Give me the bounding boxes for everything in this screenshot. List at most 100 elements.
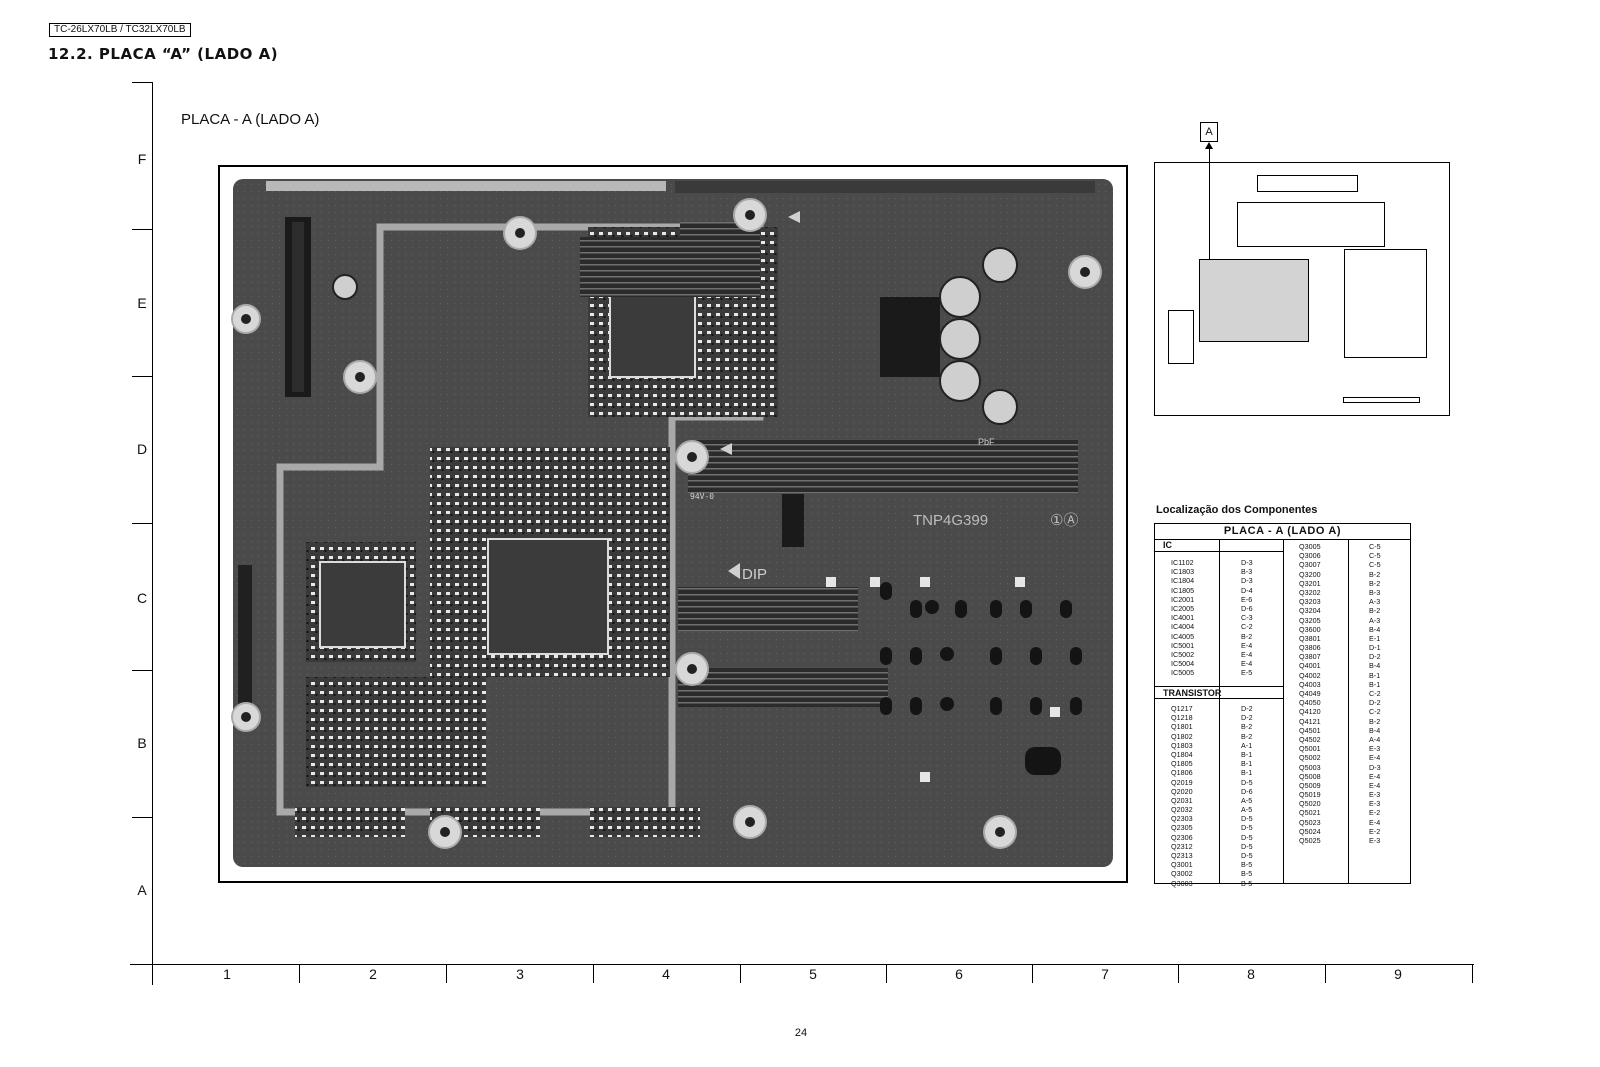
component-location: D-5 [1241, 777, 1253, 787]
component-location: D-5 [1241, 832, 1253, 842]
component-location: C-5 [1369, 551, 1381, 561]
row-tick [132, 670, 152, 671]
component-location: E-3 [1369, 836, 1381, 845]
component-location: E-4 [1369, 771, 1381, 781]
component-location: E-4 [1369, 753, 1381, 763]
component-ref: IC5005 [1171, 668, 1195, 678]
component-ref: IC2005 [1171, 603, 1195, 613]
col-tick [1178, 964, 1179, 983]
component-ref: Q1801 [1171, 722, 1193, 732]
board-outline [1343, 397, 1420, 403]
col-label: 2 [369, 966, 377, 982]
component-location: E-2 [1369, 826, 1381, 836]
component-ref: Q1803 [1171, 740, 1193, 750]
col-label: 5 [809, 966, 817, 982]
component-ref: Q1804 [1171, 749, 1193, 759]
table-row: Q2312 D-5 [1171, 842, 1281, 851]
component-ref: Q2019 [1171, 777, 1193, 787]
col-label: 7 [1101, 966, 1109, 982]
row-tick [132, 376, 152, 377]
row-tick [132, 817, 152, 818]
component-ref: Q1805 [1171, 759, 1193, 769]
col-tick [299, 964, 300, 983]
silkscreen-part: TNP4G399 [913, 512, 988, 529]
component-ref: Q3007 [1299, 560, 1321, 570]
component-location: B-2 [1369, 578, 1381, 588]
col-tick [1325, 964, 1326, 983]
component-ref: Q1218 [1171, 713, 1193, 723]
component-ref: Q3201 [1299, 578, 1321, 588]
component-location: D-3 [1241, 558, 1253, 567]
component-location: B-2 [1369, 716, 1381, 726]
component-ref: Q5008 [1299, 771, 1321, 781]
component-ref: IC4001 [1171, 613, 1195, 623]
component-ref: IC5002 [1171, 649, 1195, 659]
component-ref: Q4049 [1299, 689, 1321, 698]
component-ref: Q3001 [1171, 860, 1193, 870]
component-ref: Q5024 [1299, 826, 1321, 836]
silkscreen-mark: ①Ⓐ [1050, 511, 1078, 529]
component-location: D-3 [1369, 762, 1381, 772]
component-ref: Q3801 [1299, 633, 1321, 643]
component-location: E-3 [1369, 744, 1381, 754]
component-location: D-6 [1241, 603, 1253, 613]
table-row: IC4004 C-2 [1171, 622, 1281, 631]
table-divider [1219, 539, 1220, 884]
row-label: E [137, 295, 147, 311]
component-location: D-2 [1369, 652, 1381, 662]
table-row: Q2019 D-5 [1171, 778, 1281, 787]
group-header-ic: IC [1155, 539, 1283, 552]
component-location: C-2 [1369, 707, 1381, 717]
section-title: 12.2. PLACA “A” (LADO A) [48, 45, 279, 63]
silkscreen-dip: DIP [742, 566, 767, 583]
component-ref: IC1803 [1171, 567, 1195, 577]
component-location: B-1 [1369, 679, 1381, 689]
board-outline [1168, 310, 1194, 364]
col-label: 6 [955, 966, 963, 982]
component-location: D-5 [1241, 841, 1253, 851]
component-ref: Q2312 [1171, 841, 1193, 851]
horizontal-axis [130, 964, 1474, 965]
component-location: C-2 [1241, 622, 1253, 632]
component-location: E-3 [1369, 799, 1381, 809]
component-location: D-6 [1241, 786, 1253, 796]
component-ref: IC4004 [1171, 622, 1195, 632]
component-ref: Q2020 [1171, 786, 1193, 796]
board-outline [1237, 202, 1385, 247]
component-location: B-3 [1369, 587, 1381, 597]
component-ref: Q1806 [1171, 768, 1193, 778]
row-tick [132, 523, 152, 524]
component-ref: Q5009 [1299, 780, 1321, 790]
component-ref: Q4502 [1299, 734, 1321, 744]
component-location: B-1 [1241, 759, 1253, 769]
component-location: D-2 [1241, 704, 1253, 713]
component-ref: Q3600 [1299, 624, 1321, 634]
component-ref: Q5025 [1299, 836, 1321, 845]
component-location: C-3 [1241, 613, 1253, 623]
